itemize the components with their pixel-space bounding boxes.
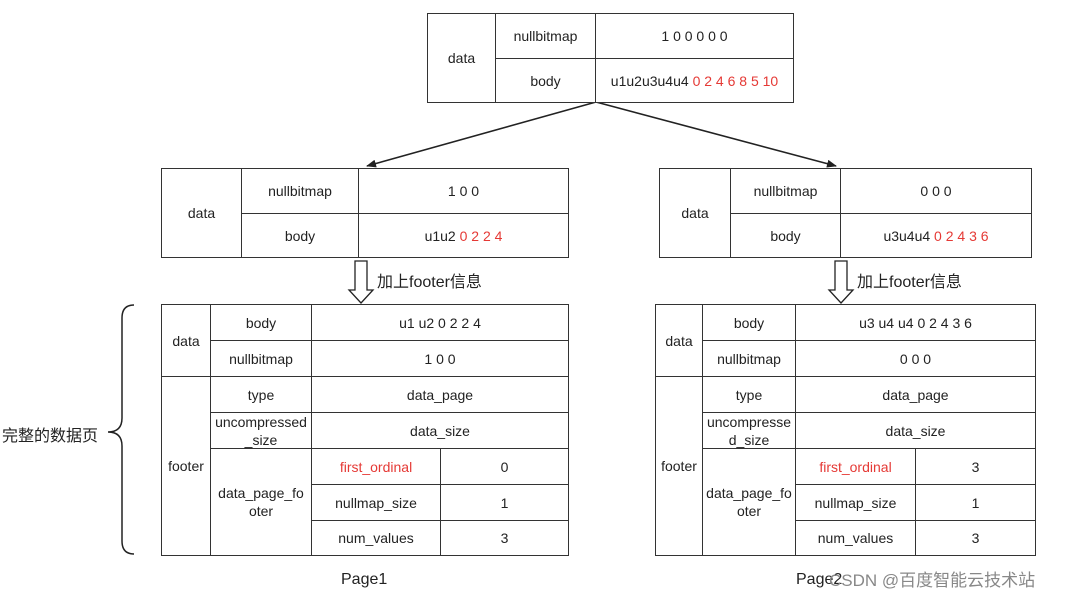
curly-brace <box>107 304 135 555</box>
top-nullbitmap-value: 1 0 0 0 0 0 <box>595 13 794 59</box>
page1-dpf-label-line1: data_page_fo <box>218 485 304 501</box>
brace-label: 完整的数据页 <box>2 428 99 445</box>
page2-type-value: data_page <box>795 376 1036 413</box>
page2-dpf-label-line2: oter <box>736 503 762 519</box>
page2-nullbitmap-value: 0 0 0 <box>795 340 1036 377</box>
page1-nullmap-size-label: nullmap_size <box>311 484 441 521</box>
page2-caption: Page2 <box>796 571 843 588</box>
right-body-label: body <box>730 213 841 258</box>
top-data-label: data <box>427 13 496 103</box>
left-nullbitmap-label: nullbitmap <box>241 168 359 214</box>
page1-data-label: data <box>161 304 211 377</box>
page2-nullbitmap-label: nullbitmap <box>702 340 796 377</box>
page2-footer-label: footer <box>655 376 703 556</box>
right-nullbitmap-value: 0 0 0 <box>840 168 1032 214</box>
page1-caption: Page1 <box>341 571 388 588</box>
split-arrow-right <box>595 101 837 168</box>
page1-body-label: body <box>210 304 312 341</box>
page2-uncompressed-label: uncompresse d_size <box>702 412 796 449</box>
page2-uncompressed-label-line1: uncompresse <box>706 413 792 430</box>
left-body-prefix: u1u2 <box>424 227 456 244</box>
page2-num-values-value: 3 <box>915 520 1036 556</box>
page2-uncompressed-label-line2: d_size <box>728 431 770 448</box>
right-body-prefix: u3u4u4 <box>883 227 931 244</box>
page1-uncompressed-value: data_size <box>311 412 569 449</box>
footer-note-left: 加上footer信息 <box>377 274 482 291</box>
page2-num-values-label: num_values <box>795 520 916 556</box>
page1-uncompressed-label-line2: _size <box>244 431 278 448</box>
page2-dpf-label: data_page_fo oter <box>702 448 796 556</box>
page2-nullmap-size-label: nullmap_size <box>795 484 916 521</box>
right-data-label: data <box>659 168 731 258</box>
page1-num-values-value: 3 <box>440 520 569 556</box>
top-nullbitmap-label: nullbitmap <box>495 13 596 59</box>
page1-type-label: type <box>210 376 312 413</box>
page1-dpf-label-line2: oter <box>248 503 274 519</box>
page2-body-label: body <box>702 304 796 341</box>
page1-dpf-label: data_page_fo oter <box>210 448 312 556</box>
page2-first-ordinal-label: first_ordinal <box>795 448 916 485</box>
page2-nullmap-size-value: 1 <box>915 484 1036 521</box>
top-body-numbers: 0 2 4 6 8 5 10 <box>692 72 779 89</box>
top-body-prefix: u1u2u3u4u4 <box>610 72 689 89</box>
page1-uncompressed-label-line1: uncompressed <box>215 413 307 430</box>
page1-uncompressed-label: uncompressed _size <box>210 412 312 449</box>
page1-first-ordinal-label: first_ordinal <box>311 448 441 485</box>
page2-data-label: data <box>655 304 703 377</box>
right-nullbitmap-label: nullbitmap <box>730 168 841 214</box>
left-body-numbers: 0 2 2 4 <box>459 227 503 244</box>
left-data-label: data <box>161 168 242 258</box>
page1-footer-label: footer <box>161 376 211 556</box>
watermark: CSDN @百度智能云技术站 <box>829 571 1036 590</box>
page2-uncompressed-value: data_size <box>795 412 1036 449</box>
left-body-value: u1u2 0 2 2 4 <box>358 213 569 258</box>
page1-num-values-label: num_values <box>311 520 441 556</box>
down-arrow-right <box>827 260 855 304</box>
top-body-label: body <box>495 58 596 103</box>
page1-nullmap-size-value: 1 <box>440 484 569 521</box>
page1-nullbitmap-label: nullbitmap <box>210 340 312 377</box>
footer-note-right: 加上footer信息 <box>857 274 962 291</box>
page2-dpf-label-line1: data_page_fo <box>706 485 792 501</box>
left-nullbitmap-value: 1 0 0 <box>358 168 569 214</box>
right-body-numbers: 0 2 4 3 6 <box>934 227 989 244</box>
page1-body-value: u1 u2 0 2 2 4 <box>311 304 569 341</box>
page2-type-label: type <box>702 376 796 413</box>
down-arrow-left <box>347 260 375 304</box>
left-body-label: body <box>241 213 359 258</box>
right-body-value: u3u4u4 0 2 4 3 6 <box>840 213 1032 258</box>
top-body-value: u1u2u3u4u4 0 2 4 6 8 5 10 <box>595 58 794 103</box>
split-arrow-left <box>366 101 597 168</box>
page2-body-value: u3 u4 u4 0 2 4 3 6 <box>795 304 1036 341</box>
page1-first-ordinal-value: 0 <box>440 448 569 485</box>
page1-type-value: data_page <box>311 376 569 413</box>
page1-nullbitmap-value: 1 0 0 <box>311 340 569 377</box>
page2-first-ordinal-value: 3 <box>915 448 1036 485</box>
